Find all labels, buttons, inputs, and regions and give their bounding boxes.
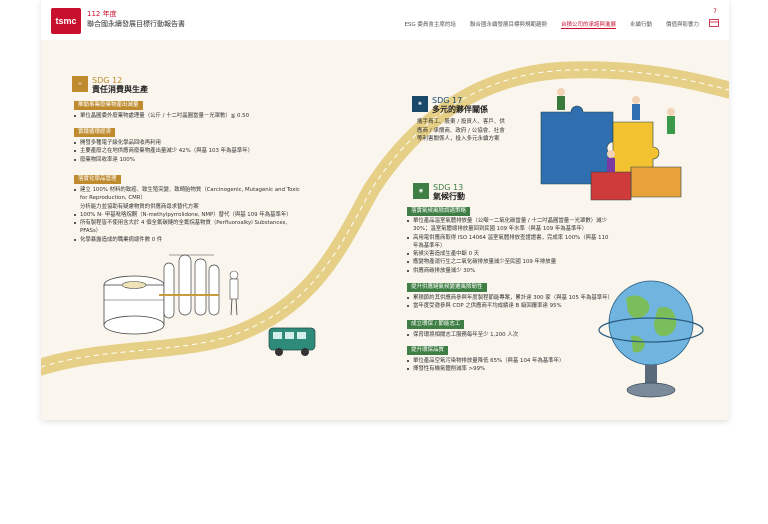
list-item: 氣候災害造成生產中斷 0 天 [407,250,609,258]
sdg13-title: 氣候行動 [433,192,465,201]
sdg12-list-waste: 單位晶圓委外廢棄物處理量（公斤 / 十二吋晶圓當量－光罩數）≦ 0.50 [74,112,294,120]
nav-esg-chair[interactable]: ESG 委員會主席的話 [404,22,456,28]
list-item: 應變物產運行生之二氧化碳排放量減少至民國 109 年排放量 [407,258,609,266]
list-item: 100% N- 甲基吡咯烷酮（N-methylpyrrolidone, NMP）… [74,211,306,219]
list-item: 當年度受邀參與 CDP 之供應商平均成績達 B 級回覆率達 95% [407,302,639,310]
report-title: 聯合國永續發展目標行動報告書 [87,20,185,28]
sdg17-title: 多元的夥伴關係 [432,105,488,114]
sdg13-tag-volunteers: 成立環保 / 節能志工 [407,320,465,329]
sdg17-description: 攜手員工、股東 / 投資人、客戶、供應商 / 承攬商、政府 / 公協會、社會等利… [417,119,505,142]
sdg12-tag-circular-economy: 實踐循環經濟 [74,128,116,137]
sdg13-badge: SDG 13 [433,183,464,192]
partnership-icon: ❀ [412,96,428,112]
list-item: 所有製程皆不使用含大於 4 個全氟碳鏈的全氟烷基物質（Perfluoroalky… [74,219,306,236]
sdg12-list-chemical: 建立 100% 材料的致癌、致生殖突變、致畸胎物質（Carcinogenic, … [74,186,306,244]
home-icon[interactable] [709,19,719,27]
list-item: 化學暴露造成的職業病總件數 0 件 [74,236,306,244]
sdg13-list-supply-chain: 累積節約其供應商參與年度製程節能專案，累計達 300 家（與基 105 年為基準… [407,294,639,311]
list-item: 開發多種電子級化學品回收再利用 [74,139,294,147]
sdg17-heading: ❀ SDG 17 多元的夥伴關係 [412,96,488,114]
puzzle-partnership-illustration [540,88,682,201]
sdg12-list-circular: 開發多種電子級化學品回收再利用 主要產廢之在地供應商廢棄物產出量減少 42%（與… [74,139,294,164]
list-item: 建立 100% 材料的致癌、致生殖突變、致畸胎物質（Carcinogenic, … [74,186,306,203]
chemical-tanks-illustration [103,254,239,335]
globe-illustration [598,280,704,398]
list-item: 主要產廢之在地供應商廢棄物產出量減少 42%（與基 103 年為基準年） [74,147,294,155]
sdg12-title: 責任消費與生產 [92,85,148,94]
list-item: 分析能力並協助有疑慮物質的供應商尋求替代方案 [80,203,199,210]
sdg13-tag-environmental-quality: 提升環保品質 [407,346,449,355]
list-item: 單位產品空氣污染物排放量降低 65%（與基 104 年為基準年） [407,357,639,365]
sdg13-list-environmental-quality: 單位產品空氣污染物排放量降低 65%（與基 104 年為基準年） 揮發性有機氣體… [407,357,639,374]
list-item: 廢棄物回收率達 100% [74,156,294,164]
list-item: 單位產品溫室氣體排放量（公噸－二氧化碳當量 / 十二吋晶圓當量－光罩數）減少 3… [407,217,609,234]
sdg13-heading: ◉ SDG 13 氣候行動 [413,183,465,201]
list-item: 揮發性有機氣體削減率 >99% [407,365,639,373]
sdg13-list-volunteers: 保育環境相關志工服務每年至少 1,200 人次 [407,331,627,339]
sdg12-badge: SDG 12 [92,76,123,85]
bus-illustration [268,327,316,356]
sdg12-tag-chemical-management: 落實化學品管理 [74,175,121,184]
nav-value-impact[interactable]: 價值與影響力 [665,22,699,28]
infinity-icon: ∞ [72,76,88,92]
sdg12-heading: ∞ SDG 12 責任消費與生產 [72,76,148,94]
top-nav: ESG 委員會主席的話 聯合國永續發展目標與規範趨勢 台積公司的承諾與進展 永續… [404,20,699,29]
sdg12-tag-waste-reduction: 推動事業廢棄物產出減量 [74,101,143,110]
tsmc-logo[interactable]: tsmc [51,8,81,34]
page-number: 7 [713,8,717,15]
road-illustration [41,61,729,376]
sdg13-list-adaptation: 單位產品溫室氣體排放量（公噸－二氧化碳當量 / 十二吋晶圓當量－光罩數）減少 3… [407,217,609,275]
sdg13-tag-supply-chain: 提升供應鏈氣候變遷風險韌性 [407,283,487,292]
list-item: 高用電供應商取得 ISO 14064 溫室氣體排放查證證書，完成率 100%（與… [407,234,609,251]
list-item: 累積節約其供應商參與年度製程節能專案，累計達 300 家（與基 105 年為基準… [407,294,639,302]
nav-sdg-trends[interactable]: 聯合國永續發展目標與規範趨勢 [469,22,547,28]
nav-commitments[interactable]: 台積公司的承諾與進展 [560,22,616,29]
list-item: 供應商碳排放量減少 30% [407,267,609,275]
list-item: 單位晶圓委外廢棄物處理量（公斤 / 十二吋晶圓當量－光罩數）≦ 0.50 [74,112,294,120]
report-page: tsmc 112 年度 聯合國永續發展目標行動報告書 ESG 委員會主席的話 聯… [41,0,729,420]
report-year: 112 年度 [87,10,117,18]
svg-text:tsmc: tsmc [55,16,76,26]
eye-globe-icon: ◉ [413,183,429,199]
list-item: 保育環境相關志工服務每年至少 1,200 人次 [407,331,627,339]
sdg13-tag-adaptation: 落實氣候風險調適策略 [407,207,471,216]
report-header: tsmc 112 年度 聯合國永續發展目標行動報告書 ESG 委員會主席的話 聯… [41,0,729,40]
sdg17-badge: SDG 17 [432,96,463,105]
nav-actions[interactable]: 永續行動 [629,22,652,28]
